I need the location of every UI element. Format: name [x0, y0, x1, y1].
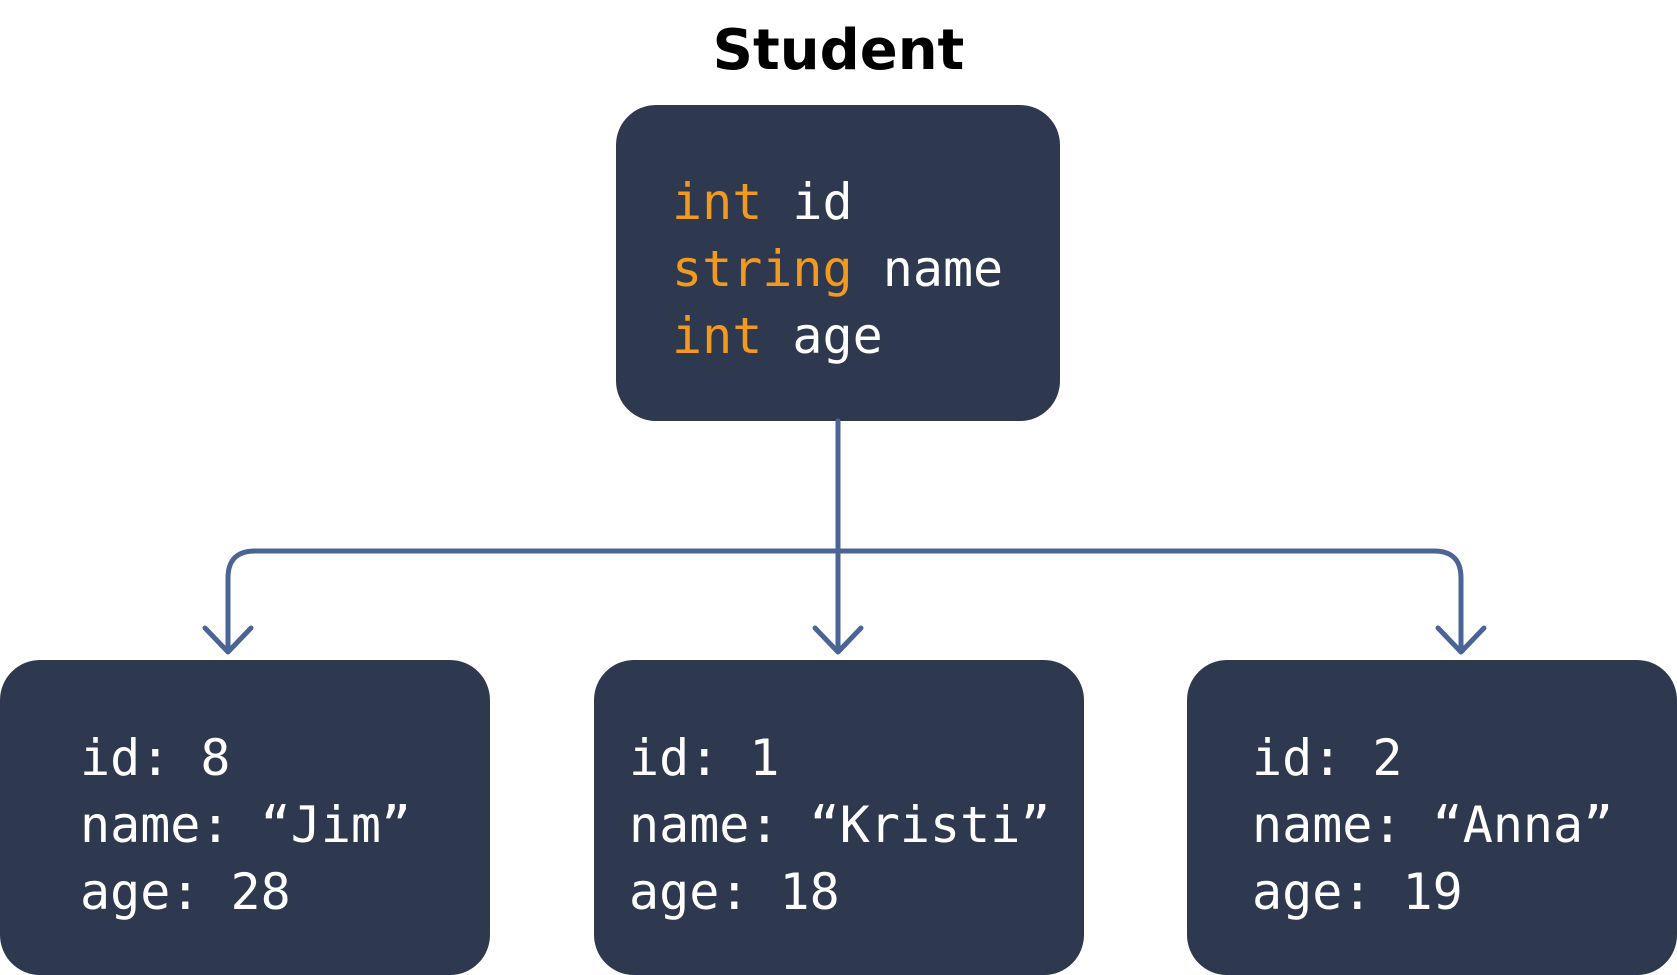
object-name: name: “Anna”: [1252, 796, 1614, 854]
arrowhead-left: [202, 625, 254, 655]
field-name: id: [792, 173, 853, 231]
object-id: id: 1: [629, 729, 780, 787]
object-name: name: “Jim”: [80, 796, 412, 854]
field-type: string: [672, 240, 853, 298]
class-definition-box: int id string name int age: [616, 105, 1060, 421]
object-id: id: 8: [80, 729, 231, 787]
object-age: age: 28: [80, 863, 291, 921]
object-id: id: 2: [1252, 729, 1403, 787]
connector-branch-right: [835, 548, 1464, 650]
student-object-kristi: id: 1 name: “Kristi” age: 18: [594, 660, 1084, 975]
arrowhead-center: [812, 625, 864, 655]
field-type: int: [672, 307, 763, 365]
field-row: int id: [672, 169, 1060, 236]
object-name: name: “Kristi”: [629, 796, 1051, 854]
object-age: age: 18: [629, 863, 840, 921]
class-title: Student: [712, 18, 965, 83]
arrowhead-right: [1435, 625, 1487, 655]
connector-branch-left: [225, 548, 841, 650]
field-type: int: [672, 173, 763, 231]
student-object-jim: id: 8 name: “Jim” age: 28: [0, 660, 490, 975]
student-object-anna: id: 2 name: “Anna” age: 19: [1187, 660, 1677, 975]
field-row: string name: [672, 236, 1060, 303]
field-name: age: [792, 307, 883, 365]
object-age: age: 19: [1252, 863, 1463, 921]
field-row: int age: [672, 303, 1060, 370]
field-name: name: [882, 240, 1004, 298]
